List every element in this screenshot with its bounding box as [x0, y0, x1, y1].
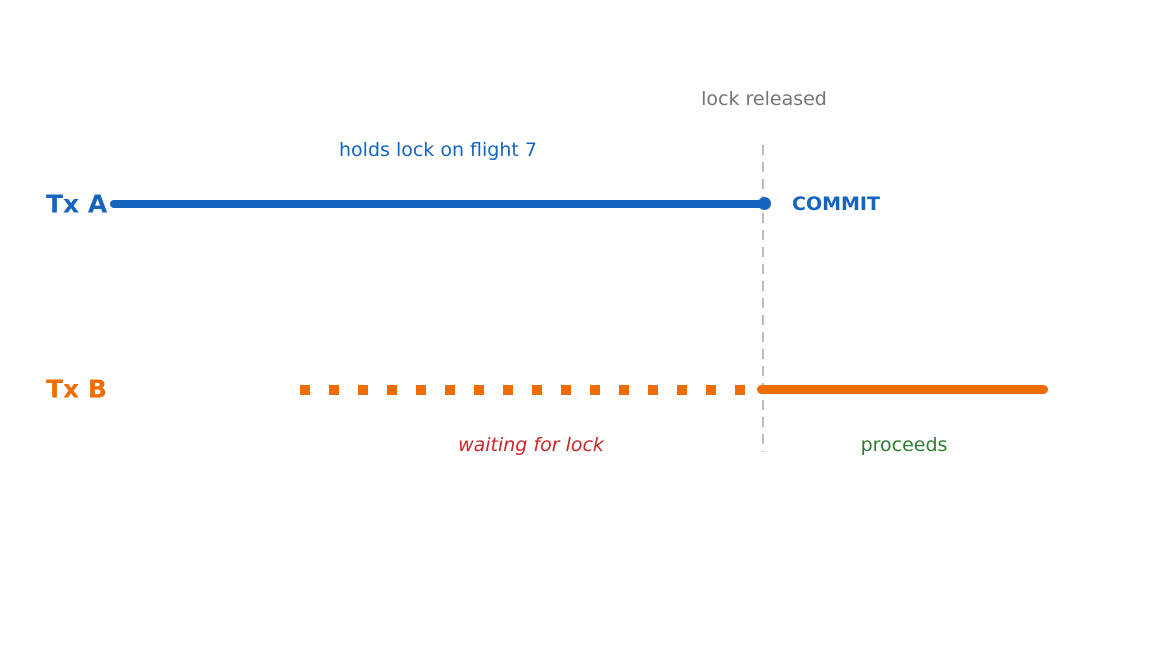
tx-b-proceeds-line — [757, 385, 1048, 394]
tx-b-label: Tx B — [46, 374, 107, 404]
tx-a-label: Tx A — [46, 189, 108, 219]
holds-lock-annotation: holds lock on flight 7 — [339, 139, 537, 161]
lock-released-label: lock released — [701, 88, 827, 110]
commit-label: COMMIT — [792, 193, 880, 215]
waiting-for-lock-annotation: waiting for lock — [458, 434, 604, 456]
lock-release-dashed-line — [761, 145, 764, 452]
commit-marker-dot — [758, 197, 771, 210]
tx-b-waiting-dotted-line — [300, 384, 756, 395]
proceeds-annotation: proceeds — [860, 434, 948, 456]
tx-a-timeline — [110, 200, 765, 208]
